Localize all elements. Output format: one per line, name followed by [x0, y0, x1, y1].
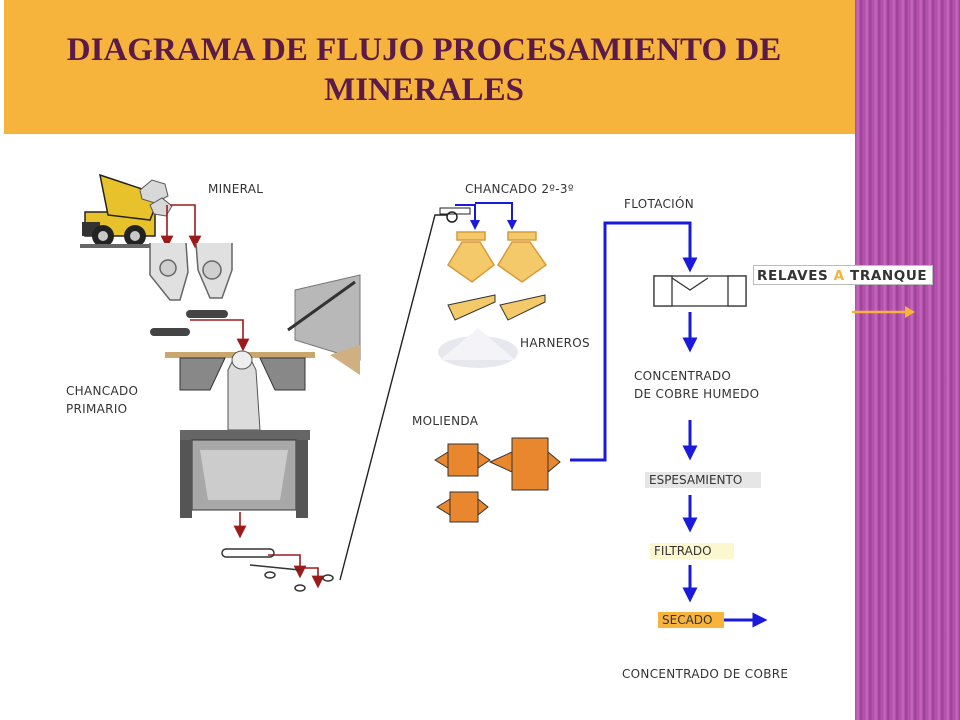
label-chancado-secundario: CHANCADO 2º-3º	[465, 182, 574, 196]
cone-crusher-icon	[446, 231, 548, 283]
conveyor-belt-icon	[150, 310, 228, 336]
label-flotacion: FLOTACIÓN	[624, 197, 695, 211]
primary-crusher-icon	[165, 350, 315, 518]
label-espesamiento: ESPESAMIENTO	[645, 472, 761, 488]
flotation-cell-icon	[653, 275, 747, 307]
page-title: DIAGRAMA DE FLUJO PROCESAMIENTO DE MINER…	[66, 32, 782, 108]
relaves-text: RELAVES	[757, 268, 834, 284]
label-molienda: MOLIENDA	[412, 414, 479, 428]
rock-hopper-icon	[149, 242, 233, 301]
tranque-text: TRANQUE	[844, 268, 928, 284]
stockpile-conveyor-icon	[287, 274, 361, 375]
feed-arrows	[160, 204, 325, 589]
label-concentrado-cobre: CONCENTRADO DE COBRE	[622, 667, 789, 681]
title-banner: DIAGRAMA DE FLUJO PROCESAMIENTO DE MINER…	[4, 0, 855, 134]
belt-head-pulley-icon	[439, 207, 471, 223]
relaves-a: A	[833, 268, 845, 284]
label-relaves-tranque: RELAVES A TRANQUE	[753, 265, 933, 285]
pulp-flow-line	[570, 221, 698, 462]
label-harneros: HARNEROS	[520, 336, 590, 350]
decorative-side-band	[855, 0, 960, 720]
concentrate-flow-arrows	[682, 312, 768, 628]
label-chancado-primario: CHANCADO PRIMARIO	[66, 384, 139, 416]
tailings-arrowhead	[905, 306, 915, 318]
haul-truck-icon	[80, 173, 162, 248]
label-mineral: MINERAL	[208, 182, 264, 196]
label-filtrado: FILTRADO	[650, 543, 734, 559]
ball-mill-icon	[434, 437, 561, 523]
label-secado: SECADO	[658, 612, 724, 628]
secondary-feed-arrows	[455, 202, 517, 230]
sand-pile-icon	[438, 328, 518, 368]
discharge-conveyor-icon	[221, 548, 334, 592]
vibrating-screen-icon	[447, 294, 546, 321]
label-concentrado-humedo: CONCENTRADO DE COBRE HUMEDO	[634, 369, 760, 401]
main-belt-line	[339, 214, 455, 581]
